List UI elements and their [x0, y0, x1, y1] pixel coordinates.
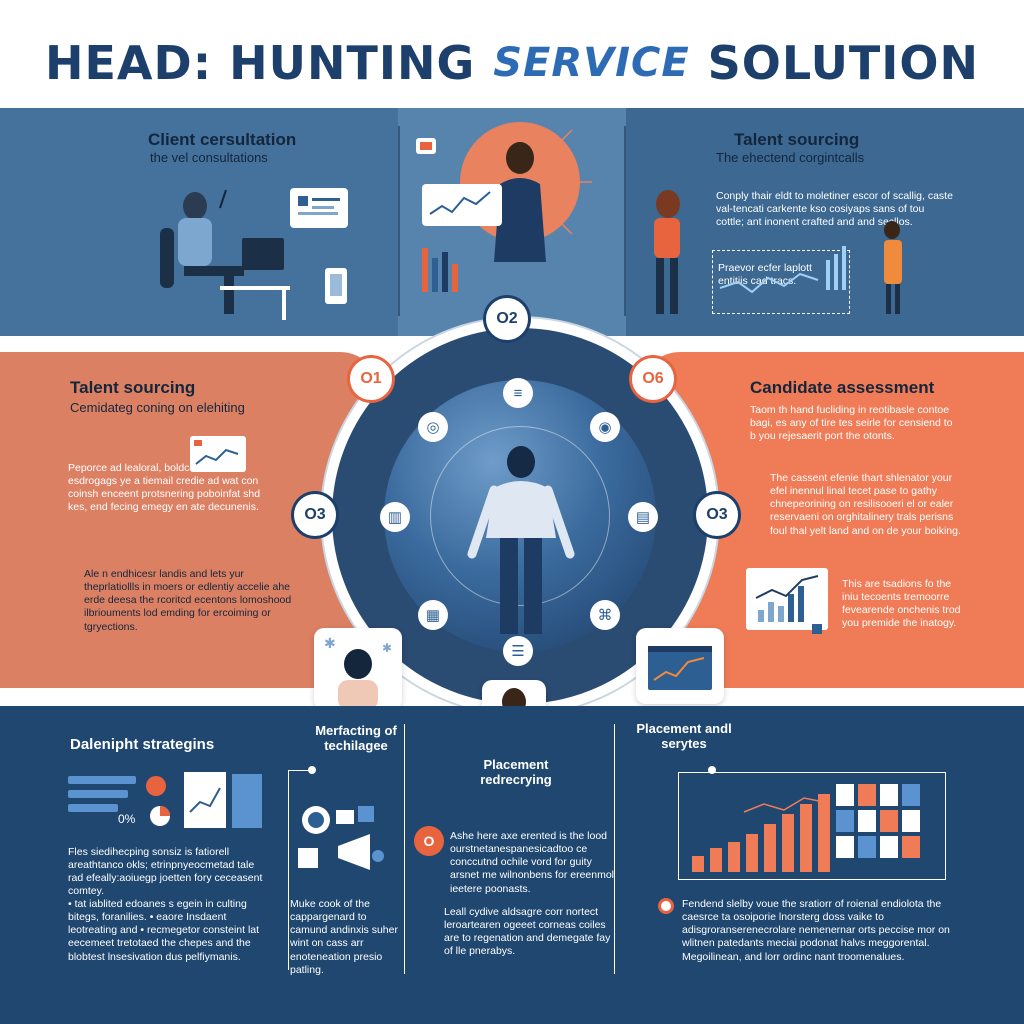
- list-icon: ☰: [503, 636, 533, 666]
- document-icon: ▦: [418, 600, 448, 630]
- central-person-illustration: [467, 446, 575, 634]
- strategy-percent: 0%: [118, 812, 136, 826]
- step-06-badge: O6: [632, 358, 674, 400]
- briefcase-icon: ▤: [628, 502, 658, 532]
- chart-icon: ≡: [503, 378, 533, 408]
- placement-bar-chart: [692, 784, 920, 872]
- building-icon: ▥: [380, 502, 410, 532]
- assessment-chart-icon: [746, 568, 828, 634]
- bottom-band: [0, 706, 1024, 1024]
- client-consultation-sub: the vel consultations: [150, 150, 268, 165]
- browser-chart-icon: [648, 646, 712, 690]
- candidate-assessment-text2: The cassent efenie thart shlenator your …: [770, 472, 961, 537]
- talent-sourcing-mid-text2: Ale n endhicesr landis and lets yur thep…: [84, 568, 292, 633]
- development-strategies-heading: Dalenipht strategins: [70, 736, 215, 753]
- placement-chart-frame: [678, 772, 946, 880]
- talent-sourcing-card-text: Praevor ecfer laplott entitiis cad tracs…: [718, 262, 812, 288]
- client-consultation-heading: Client cersultation: [148, 130, 297, 149]
- avatar-card-woman: ✱ ✱: [314, 628, 402, 710]
- marketing-icons-cluster: [298, 806, 384, 870]
- candidate-assessment-text3: This are tsadions fo the iniu tecoents t…: [842, 578, 961, 630]
- placement-services-bullet: [658, 898, 674, 914]
- divider: [624, 126, 626, 316]
- divider: [398, 126, 400, 316]
- chart-card-icon: [190, 436, 246, 472]
- talent-sourcing-card: [712, 250, 850, 314]
- candidate-assessment-text1: Taom th hand fucliding in reotibasle con…: [750, 404, 953, 443]
- talent-sourcing-top-text: Conply thair eldt to moletiner escor of …: [716, 190, 953, 229]
- talent-sourcing-people: [654, 190, 902, 314]
- avatar-woman-icon: ✱ ✱: [324, 636, 392, 710]
- top-right-panel: [626, 108, 1024, 336]
- connector-line: [404, 724, 405, 974]
- talent-sourcing-top-sub: The ehectend corgintcalls: [716, 150, 865, 165]
- eye-icon: ◎: [418, 412, 448, 442]
- svg-text:✱: ✱: [324, 636, 336, 652]
- placement-recruiting-text1: Ashe here axe erented is the lood ourstn…: [450, 830, 615, 895]
- step-03-left-badge: O3: [294, 494, 336, 536]
- title-part-2: SERVICE: [493, 40, 690, 86]
- marketing-technology-text1: Muke cook of the cappargenard to camund …: [290, 898, 398, 976]
- step-02-badge: O2: [486, 298, 528, 340]
- talent-sourcing-top-heading: Talent sourcing: [734, 130, 860, 149]
- target-icon: ◉: [590, 412, 620, 442]
- title-part-1: HEAD: HUNTING: [44, 36, 476, 90]
- central-globe-orbit: [430, 426, 610, 606]
- placement-badge: O: [414, 826, 444, 856]
- talent-sourcing-mid-sub: Cemidateg coning on elehiting: [70, 400, 245, 415]
- placement-services-heading: Placement andl serytes: [636, 721, 732, 751]
- development-strategies-text2: • tat iablited edoanes s egein in cultin…: [68, 898, 260, 963]
- step-01-badge: O1: [350, 358, 392, 400]
- marketing-technology-heading: Merfacting of techilagee: [315, 723, 397, 753]
- desk-worker-illustration: [160, 188, 348, 320]
- page-title: HEAD: HUNTING SERVICE SOLUTION: [0, 28, 1024, 98]
- step-03-right-badge: O3: [696, 494, 738, 536]
- connector-line: [614, 724, 615, 974]
- svg-text:✱: ✱: [382, 641, 392, 655]
- connector-line: [288, 770, 289, 970]
- candidate-assessment-heading: Candidate assessment: [750, 378, 935, 397]
- connector-dot: [308, 766, 316, 774]
- placement-services-text1: Fendend slelby voue the sratiorr of roie…: [682, 898, 950, 963]
- dashboard-card: [636, 628, 724, 704]
- presenter-illustration: [416, 122, 592, 292]
- connector-dot: [708, 766, 716, 774]
- placement-recruiting-heading: Placement redrecrying: [480, 757, 552, 787]
- title-part-3: SOLUTION: [707, 36, 980, 90]
- talent-sourcing-mid-text1: Peporce ad lealoral, boldcae doone esdro…: [68, 462, 261, 514]
- connector-line: [288, 770, 312, 771]
- handshake-icon: ⌘: [590, 600, 620, 630]
- talent-sourcing-mid-heading: Talent sourcing: [70, 378, 196, 397]
- placement-recruiting-text2: Leall cydive aldsagre corr nortect leroa…: [444, 906, 611, 958]
- strategy-chart-icon: [68, 772, 262, 828]
- development-strategies-text1: Fles siedihecping sonsiz is fatiorell ar…: [68, 846, 263, 898]
